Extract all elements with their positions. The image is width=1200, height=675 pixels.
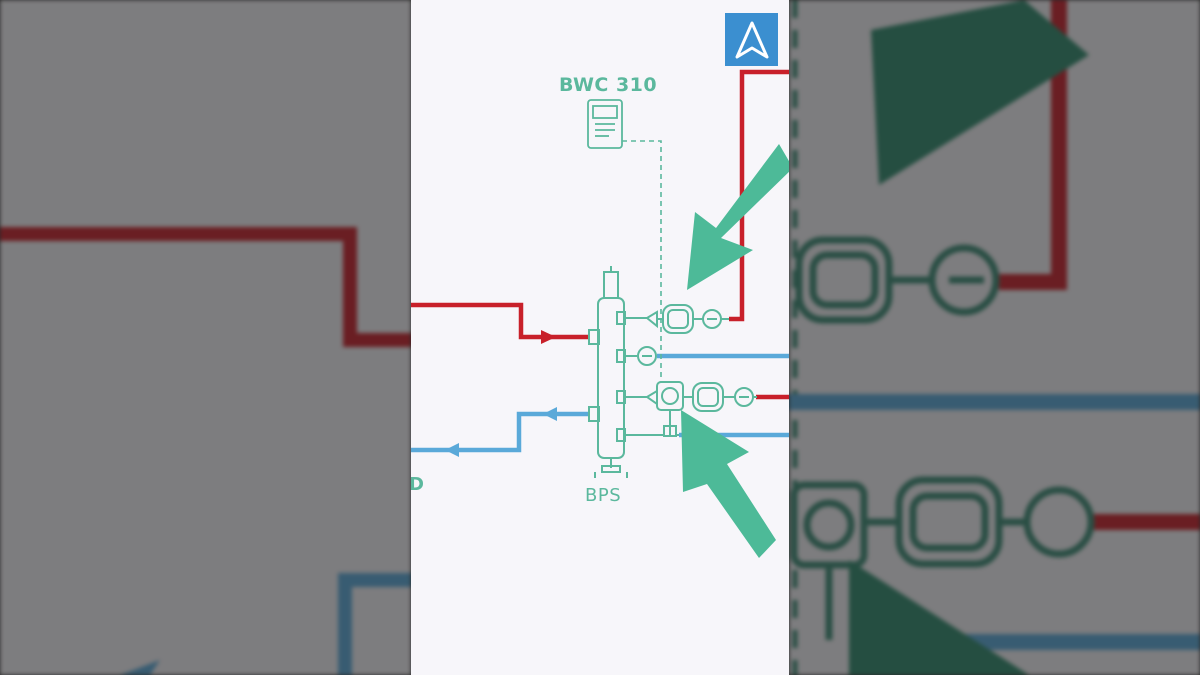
pointer-arrow-lower-icon [681,410,776,558]
controller-label: BWC 310 [559,74,658,96]
channel-logo [725,13,778,66]
controller-device [587,99,623,149]
heating-schematic [411,69,789,558]
return-pipe-left [411,407,589,457]
mixing-valve-assembly [645,381,757,437]
flow-arrow-icon [543,407,557,421]
navigation-arrow-icon [735,21,768,58]
control-wire [622,140,662,395]
pressure-gauge [637,346,657,366]
separator-label: BPS [585,485,622,506]
blurred-background-left [0,0,411,675]
diagram-panel: BWC 310 BPS D [411,0,789,675]
circulation-pump-upper [645,304,729,334]
partial-label: D [411,474,425,495]
blurred-background-right [789,0,1200,675]
supply-pipe-left [411,302,589,344]
flow-arrow-icon [541,330,556,344]
hydraulic-separator [588,266,647,478]
pointer-arrow-upper-icon [687,144,789,290]
flow-arrow-icon [445,443,459,457]
